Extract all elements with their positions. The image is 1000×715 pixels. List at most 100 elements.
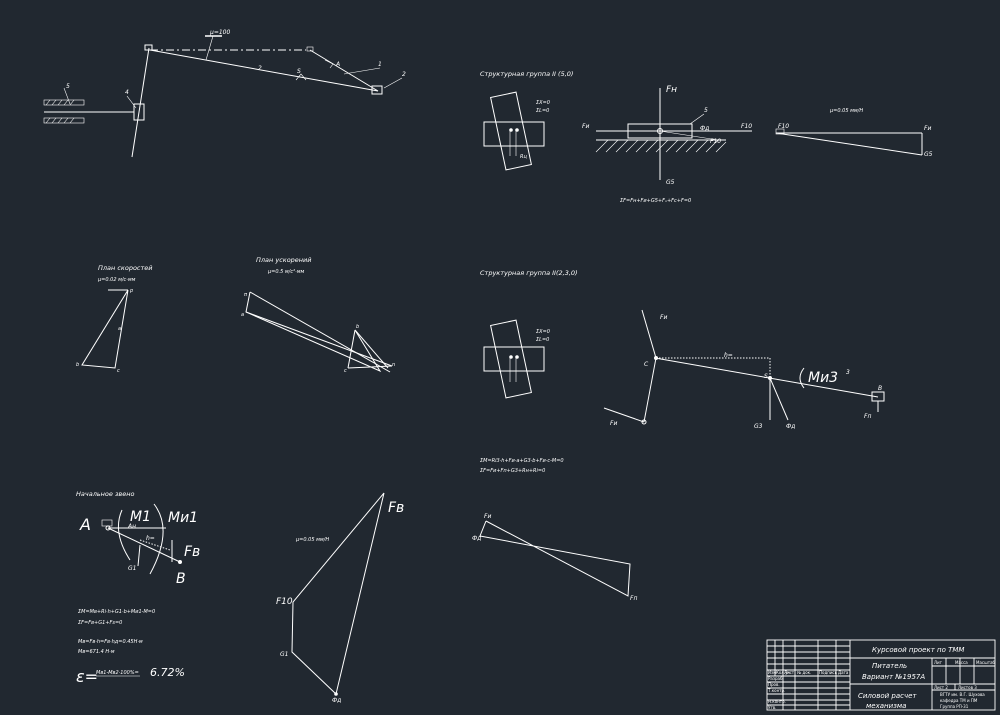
mechanism-scale: μ=100	[209, 29, 230, 36]
initial-equation-1: ΣM=Mв+Ri·h+G1·b+Mи1-M=0	[78, 609, 155, 615]
col-label-doc: № док.	[797, 670, 811, 675]
group-2-label-fp: Fп	[864, 413, 871, 420]
group-2-label-phi: Фд	[786, 423, 795, 430]
initial-equation-4: Mв=671.4 Н·м	[78, 649, 115, 655]
org-line-1: ВГТУ им. В.Г. Шухова	[940, 692, 985, 697]
polygon-1-outline	[291, 492, 385, 695]
acceleration-plan: План ускорений μ=0.5 м/с²·мм π a b c n	[241, 256, 395, 374]
connecting-rod	[149, 49, 379, 92]
point-label-a: A	[335, 61, 340, 68]
org-line-3: Группа РП-31	[940, 704, 969, 709]
initial-label-h: h=	[146, 535, 155, 542]
group-1-plan-scale: μ=0.05 мм/Н	[829, 108, 863, 114]
velocity-label-p: p	[129, 288, 133, 294]
group-2-eq-1: ΣX=0	[536, 329, 550, 335]
group-2-label-g3: G3	[754, 423, 763, 430]
force-polygon-1: μ=0.05 мм/Н Fв F10 G1 Фд	[276, 492, 404, 704]
mechanism-scheme: 5 4 μ=100 2 1 2 S A	[43, 29, 406, 158]
group-1-rc-label: Rц	[520, 154, 527, 160]
link-label-4: 4	[125, 89, 129, 96]
velocity-label-a: a	[118, 326, 121, 332]
structural-group-1: Структурная группа II (5,0) ΣX=0 ΣL=0 Rц	[480, 70, 933, 204]
col-label-date: Дата	[838, 670, 849, 675]
sheet-title-2: механизма	[866, 702, 906, 710]
hatch-lines	[45, 99, 75, 124]
velocity-plan: План скоростей μ=0.02 м/с·мм p a b c	[76, 264, 153, 374]
col-label-kol: Кол.уч	[776, 670, 790, 675]
stage-lit: Лит	[934, 660, 943, 665]
polygon-2-label-fp: Fп	[630, 595, 637, 602]
role-author: Разраб.	[768, 676, 784, 681]
project-title: Курсовой проект по ТММ	[872, 646, 964, 654]
ground-hatch	[595, 139, 727, 153]
acc-label-c: c	[344, 368, 347, 374]
group-2-equation-2: ΣF=Fи+Fп+G3+Rн+Ri=0	[480, 468, 545, 474]
slider-block	[133, 103, 145, 121]
rocker-link	[131, 47, 150, 158]
group-1-link-number: 5	[704, 107, 708, 114]
group-2-label-mi3: Mи3	[808, 370, 838, 386]
initial-equation-3: Mв=Fв·h=Fв·hд=0.45Н·м	[78, 639, 143, 645]
velocity-plan-scale: μ=0.02 м/с·мм	[97, 277, 136, 283]
initial-label-mi1: Mи1	[168, 510, 198, 526]
stage-scale: Масштаб	[976, 660, 996, 665]
crank-link	[309, 49, 379, 92]
stage-mass: Масса	[955, 660, 968, 665]
plan-label-f10: F10	[778, 123, 789, 130]
sheet-total: Листов 3	[958, 685, 977, 690]
project-subtitle-1: Питатель	[872, 662, 907, 670]
title-block-frame	[766, 639, 996, 711]
initial-link-title: Начальное звено	[76, 490, 135, 498]
project-subtitle-2: Вариант №1957А	[862, 673, 925, 681]
acceleration-plan-title: План ускорений	[256, 256, 312, 264]
polygon-1-scale: μ=0.05 мм/Н	[295, 537, 329, 543]
force-label-fn: Fн	[666, 85, 677, 95]
polygon-1-label-f10: F10	[276, 597, 293, 607]
col-label-sign: Подпись	[819, 670, 838, 675]
polygon-1-label-g1: G1	[280, 651, 288, 658]
sheet-number: Лист 2	[934, 685, 948, 690]
group-2-equation-1: ΣM=Ri3·h+Fи·a+G3·b+Fи·c-M=0	[480, 458, 564, 464]
ground-slider-guide	[43, 99, 85, 106]
role-tcontrol: Т.контр.	[767, 688, 785, 693]
velocity-triangle	[81, 289, 129, 369]
title-block: Курсовой проект по ТММ Питатель Вариант …	[766, 639, 996, 711]
acc-polygon-a	[245, 291, 382, 373]
group-1-eq-2: ΣL=0	[536, 108, 549, 114]
group-2-label-b: B	[878, 385, 882, 392]
sheet-title-1: Силовой расчет	[858, 692, 917, 700]
group-2-link	[654, 357, 879, 398]
role-approve: Утв.	[768, 705, 776, 710]
role-ncontrol: Н.контр.	[768, 699, 786, 704]
group-2-slider	[489, 319, 533, 399]
velocity-label-c: c	[117, 368, 120, 374]
acc-label-b: b	[356, 324, 359, 330]
point-label-s: S	[297, 68, 301, 75]
velocity-label-b: b	[76, 362, 79, 368]
force-polygon-2: Fи Фд Fп	[472, 513, 637, 602]
polygon-2-label-phi: Фд	[472, 535, 481, 542]
plan-label-fi: Fи	[924, 125, 931, 132]
initial-crank	[107, 527, 181, 563]
group-2-label-3: 3	[846, 369, 850, 376]
polygon-1-label-fv: Fв	[388, 500, 404, 516]
group-1-title: Структурная группа II (5,0)	[480, 70, 573, 78]
group-2-label-fi-bottom: Fи	[610, 420, 617, 427]
group-2-label-c: C	[644, 361, 649, 368]
initial-equation-2: ΣF=Fв+G1+Fs=0	[78, 620, 122, 626]
initial-label-b: B	[176, 571, 186, 587]
plan-line-closing	[775, 132, 923, 156]
initial-label-a: A	[79, 515, 91, 534]
group-2-label-s: S	[764, 373, 768, 380]
initial-link: Начальное звено A B M1 Mи1 Fв G1 h= Ан Σ…	[76, 490, 200, 686]
acceleration-plan-scale: μ=0.5 м/с²·мм	[267, 269, 304, 275]
group-2-label-h: h=	[724, 352, 733, 359]
link-label-2: 2	[402, 71, 406, 78]
link-label-5: 5	[66, 83, 70, 90]
velocity-plan-title: План скоростей	[98, 264, 153, 272]
error-value: 6.72%	[150, 666, 185, 679]
crank-slider	[371, 85, 383, 95]
structural-group-2: Структурная группа II(2,3,0) ΣX=0 ΣL=0 F…	[480, 269, 885, 474]
